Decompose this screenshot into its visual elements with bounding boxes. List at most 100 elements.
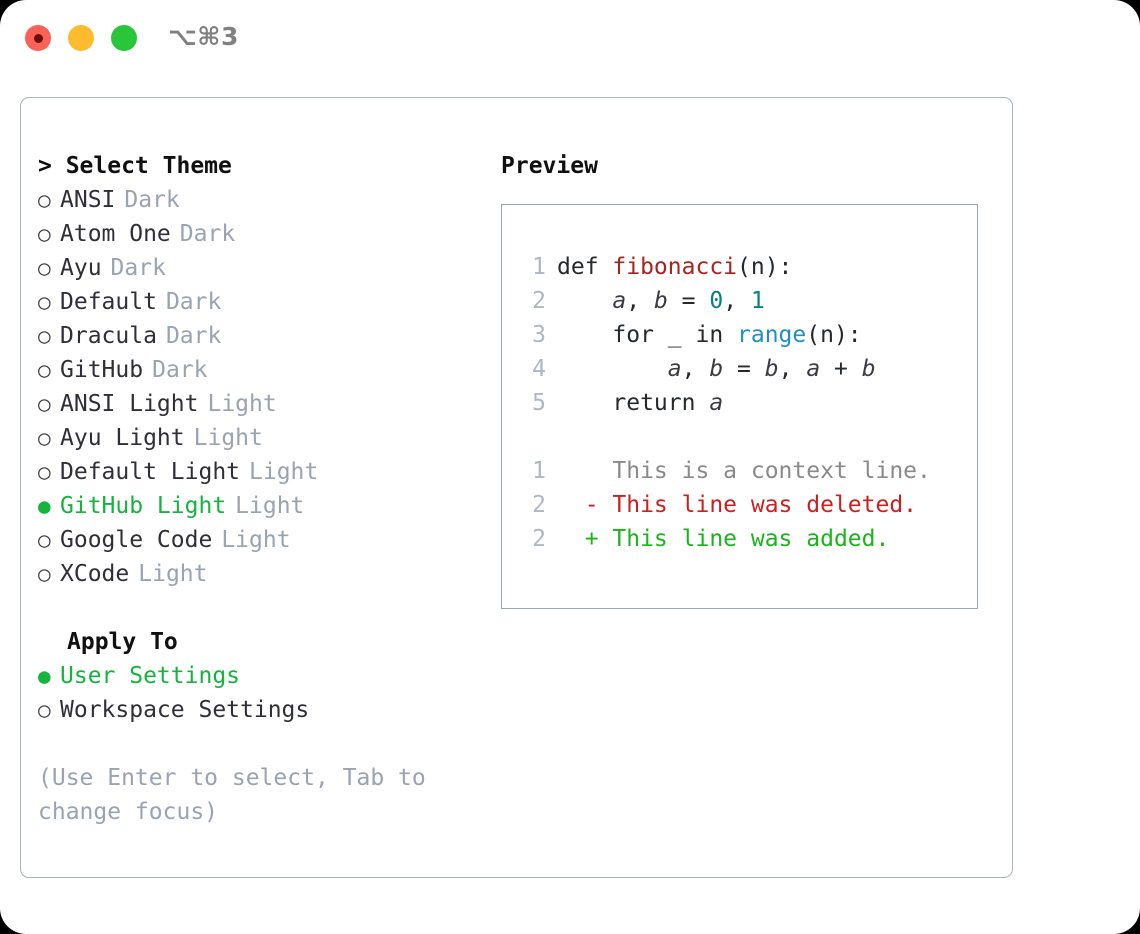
theme-option-label: Google Code — [60, 527, 213, 553]
theme-option-variant-tag: Dark — [152, 357, 208, 383]
theme-option-variant-tag: Dark — [124, 187, 180, 213]
maximize-button-icon[interactable] — [111, 25, 137, 51]
code-token-plain: (n): — [806, 322, 862, 348]
theme-option-label: Default — [60, 289, 157, 315]
theme-option-label: Atom One — [60, 221, 171, 247]
code-token-var: a — [667, 356, 682, 382]
diff-line-content: + This line was added. — [557, 526, 890, 552]
theme-option-github[interactable]: ○ GitHub Dark — [38, 353, 478, 387]
theme-option-label: Dracula — [60, 323, 157, 349]
code-token-call: range — [737, 322, 807, 348]
minimize-button-icon[interactable] — [68, 25, 94, 51]
theme-option-variant-tag: Dark — [179, 221, 236, 247]
radio-unselected-icon: ○ — [38, 358, 51, 382]
theme-option-variant-tag: Light — [193, 425, 263, 451]
diff-line-number: 1 — [532, 458, 546, 484]
code-token-plain: , — [626, 288, 654, 314]
code-line-content: a, b = 0, 1 — [557, 284, 764, 318]
code-line-content: return a — [557, 386, 723, 420]
code-line: 1 def fibonacci(n): — [512, 250, 931, 284]
apply-to-option-user-settings[interactable]: ●User Settings — [38, 659, 478, 693]
code-line: 4 a, b = b, a + b — [512, 352, 931, 386]
theme-option-xcode[interactable]: ○ XCode Light — [38, 557, 478, 591]
code-token-kw: def — [557, 254, 613, 280]
theme-option-label: Default Light — [60, 459, 241, 485]
apply-to-list: ●User Settings○Workspace Settings — [38, 659, 478, 727]
close-button-icon[interactable] — [25, 25, 51, 51]
theme-option-default-light[interactable]: ○ Default Light Light — [38, 455, 478, 489]
theme-option-label: XCode — [60, 561, 130, 587]
code-line: 2 a, b = 0, 1 — [512, 284, 931, 318]
radio-unselected-icon: ○ — [38, 460, 51, 484]
code-token-plain — [557, 356, 668, 382]
radio-unselected-icon: ○ — [38, 562, 51, 586]
theme-option-label: GitHub — [60, 357, 144, 383]
code-token-fn: fibonacci — [612, 254, 738, 280]
code-token-plain: (n): — [737, 254, 793, 280]
theme-option-label: Ayu Light — [60, 425, 185, 451]
diff-line-content: This is a context line. — [557, 458, 931, 484]
theme-option-variant-tag: Dark — [165, 289, 222, 315]
code-line-number: 3 — [532, 322, 546, 348]
theme-option-ayu[interactable]: ○ Ayu Dark — [38, 251, 478, 285]
keyboard-hint-text: (Use Enter to select, Tab to change focu… — [38, 765, 440, 825]
code-token-plain: return — [557, 390, 710, 416]
traffic-lights — [25, 25, 137, 51]
radio-unselected-icon: ○ — [38, 324, 51, 348]
code-token-plain: , — [723, 288, 751, 314]
title-bar: ⌥⌘3 — [0, 0, 1140, 78]
preview-heading: Preview — [501, 153, 598, 179]
theme-option-variant-tag: Dark — [110, 255, 166, 281]
theme-option-label: Ayu — [60, 255, 102, 281]
radio-unselected-icon: ○ — [38, 290, 51, 314]
code-token-plain: for _ in — [557, 322, 738, 348]
apply-to-option-label: Workspace Settings — [60, 697, 310, 723]
diff-line-context: 1 This is a context line. — [512, 454, 931, 488]
code-token-var: b — [764, 356, 779, 382]
theme-option-label: ANSI Light — [60, 391, 199, 417]
code-token-plain: = — [667, 288, 710, 314]
theme-option-variant-tag: Dark — [165, 323, 222, 349]
diff-line-content: - This line was deleted. — [557, 492, 918, 518]
code-token-plain — [557, 288, 612, 314]
code-token-plain: = — [723, 356, 765, 382]
code-token-num: 0 — [709, 288, 724, 314]
theme-option-variant-tag: Light — [221, 527, 291, 553]
code-line-content: a, b = b, a + b — [557, 352, 876, 386]
radio-unselected-icon: ○ — [38, 256, 51, 280]
diff-line-number: 2 — [532, 526, 546, 552]
select-theme-heading: > Select Theme — [38, 153, 232, 179]
code-line-number: 1 — [532, 254, 546, 280]
apply-to-heading: Apply To — [67, 629, 178, 655]
code-token-var: a — [612, 288, 627, 314]
theme-option-variant-tag: Light — [235, 493, 305, 519]
theme-option-default[interactable]: ○ Default Dark — [38, 285, 478, 319]
code-line-number: 5 — [532, 390, 546, 416]
code-line-content: def fibonacci(n): — [557, 250, 792, 284]
code-line-number: 2 — [532, 288, 546, 314]
code-token-plain: , — [681, 356, 710, 382]
code-line-number: 4 — [532, 356, 546, 382]
apply-to-option-workspace-settings[interactable]: ○Workspace Settings — [38, 693, 478, 727]
code-token-plain: + — [820, 356, 862, 382]
theme-option-label: ANSI — [60, 187, 116, 213]
code-token-var: b — [653, 288, 668, 314]
code-token-var: b — [709, 356, 724, 382]
theme-option-variant-tag: Light — [138, 561, 208, 587]
theme-option-dracula[interactable]: ○ Dracula Dark — [38, 319, 478, 353]
keyboard-shortcut-label: ⌥⌘3 — [168, 22, 239, 51]
theme-option-variant-tag: Light — [249, 459, 319, 485]
code-token-var: b — [861, 356, 876, 382]
